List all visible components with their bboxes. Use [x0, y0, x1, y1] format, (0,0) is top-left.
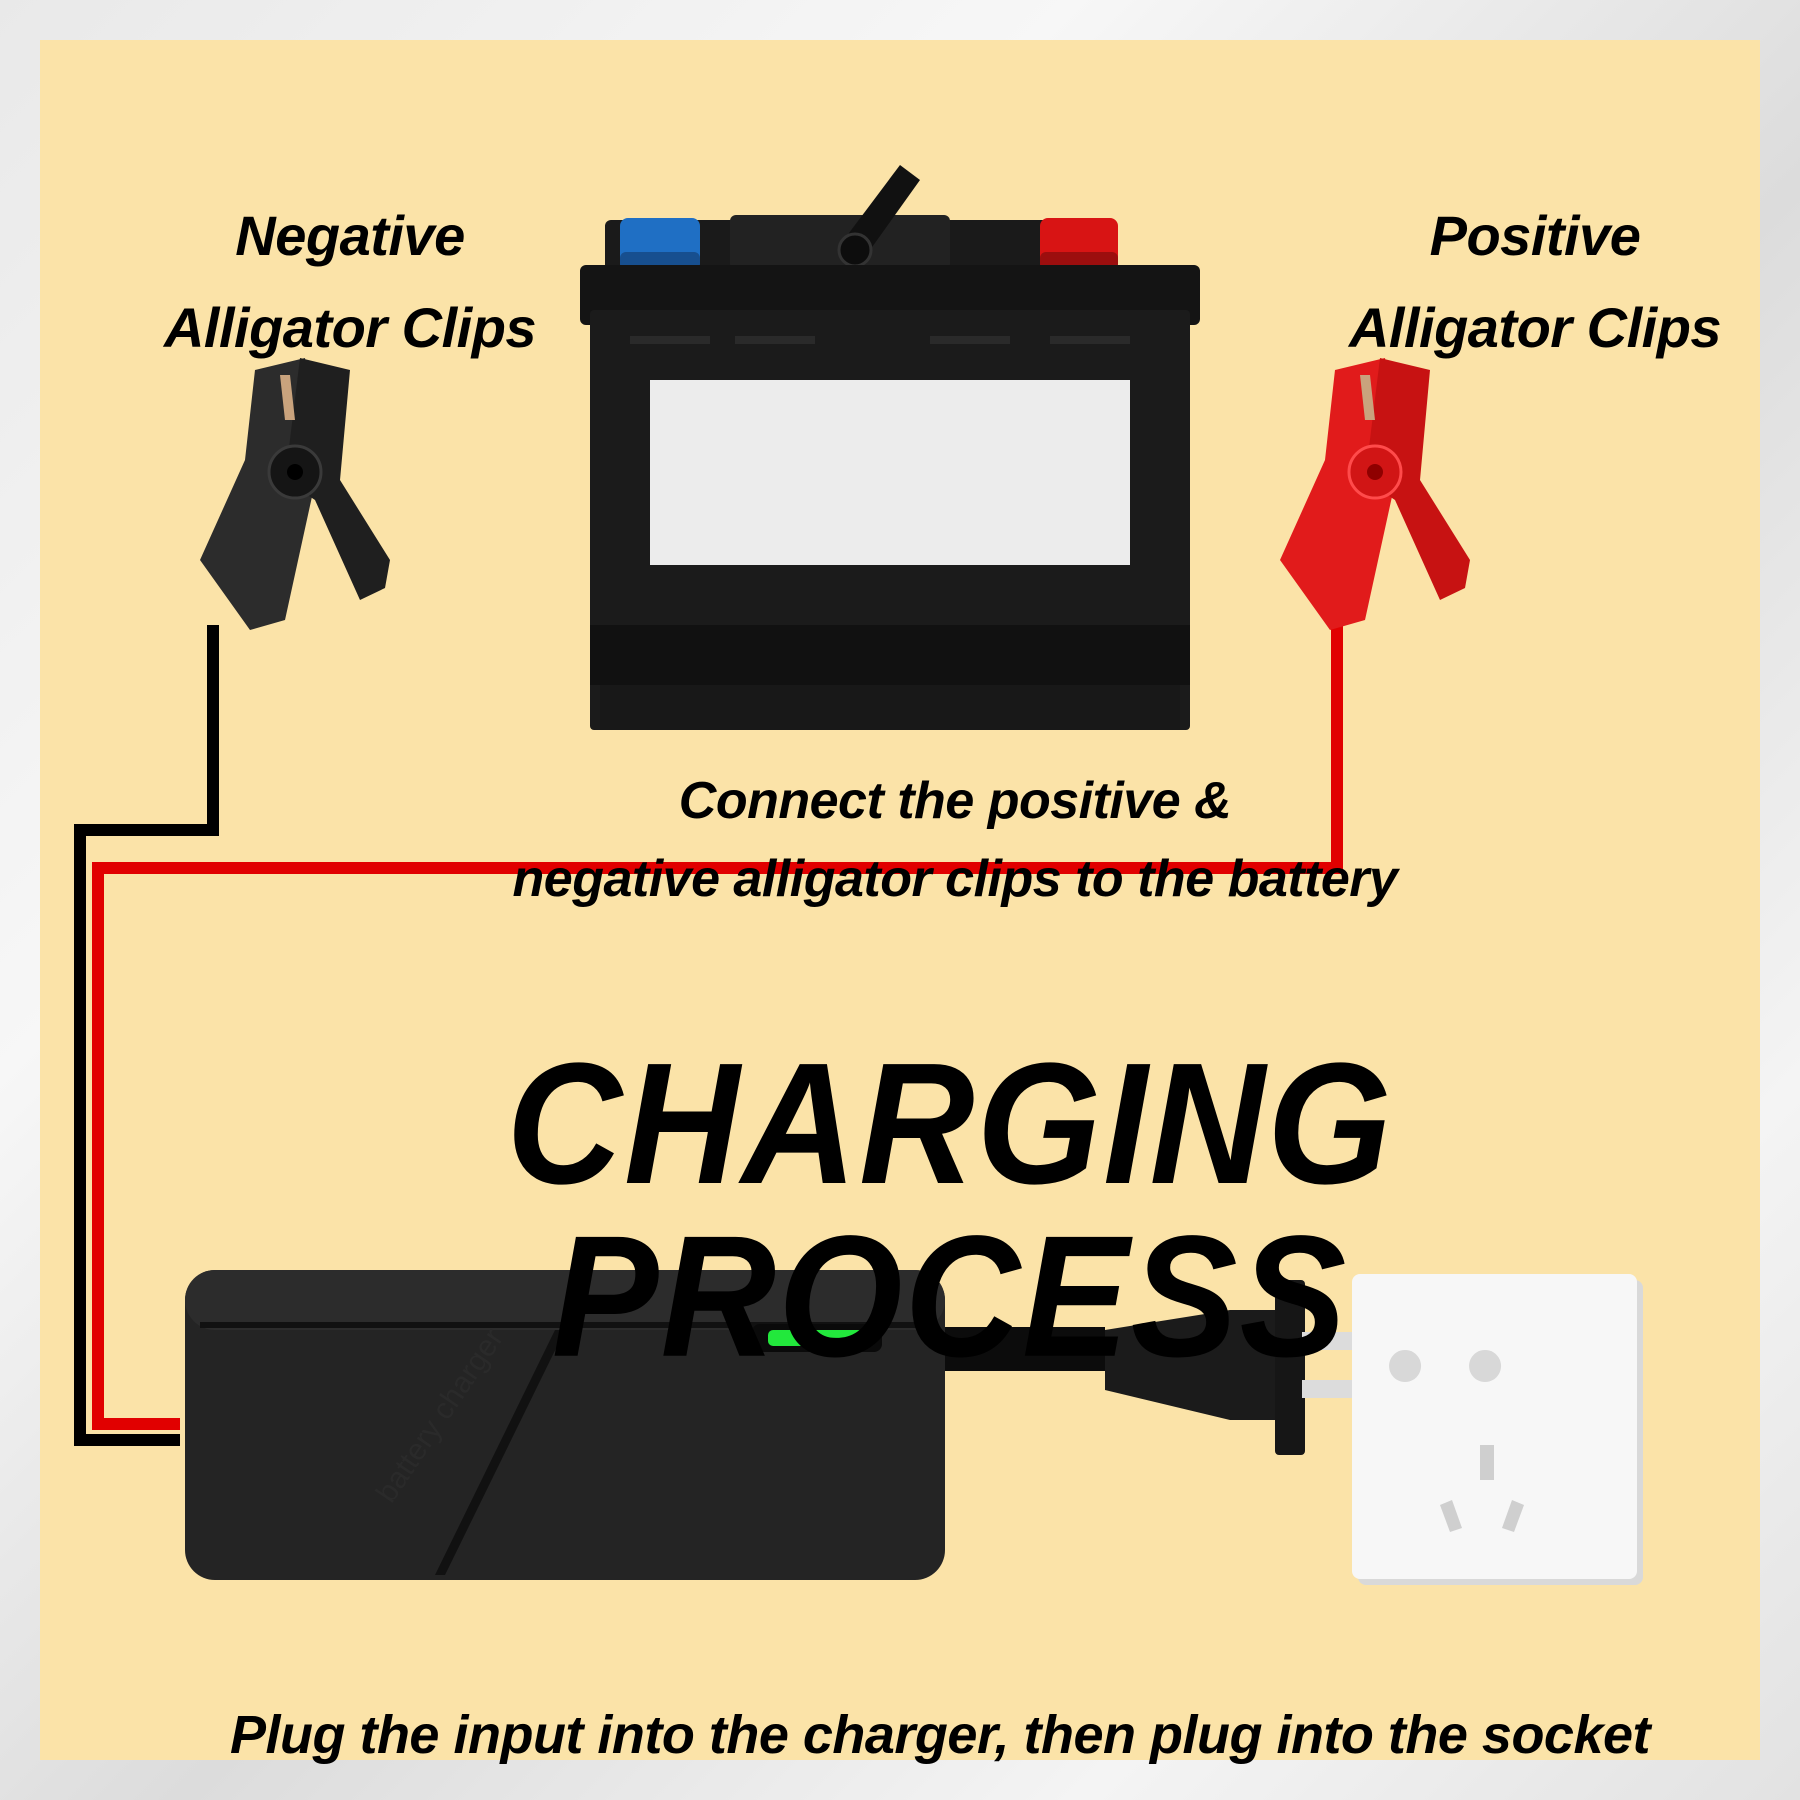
connect-instruction-line1: Connect the positive &: [678, 772, 1232, 830]
power-plug-icon: [1105, 1280, 1372, 1455]
negative-clips-label: Negative Alligator Clips: [150, 190, 550, 374]
positive-wire: [92, 625, 1343, 1430]
diagram-artwork: [74, 165, 1643, 1585]
negative-wire: [74, 625, 219, 1446]
positive-label-line2: Alligator Clips: [1348, 296, 1722, 359]
battery-icon: [580, 165, 1200, 730]
diagram-panel: Negative Alligator Clips Positive Alliga…: [40, 40, 1760, 1765]
positive-clips-label: Positive Alligator Clips: [1325, 190, 1745, 374]
positive-alligator-clip-icon: [1280, 358, 1470, 630]
positive-label-line1: Positive: [1429, 204, 1641, 267]
negative-label-line1: Negative: [235, 204, 465, 267]
battery-charger-icon: [185, 1270, 945, 1580]
negative-label-line2: Alligator Clips: [163, 296, 537, 359]
connect-instruction: Connect the positive & negative alligato…: [460, 762, 1450, 918]
negative-alligator-clip-icon: [200, 358, 390, 630]
wall-socket-icon: [1352, 1274, 1643, 1585]
connect-instruction-line2: negative alligator clips to the battery: [512, 850, 1398, 908]
page-title: CHARGING PROCESS: [506, 1026, 1394, 1393]
plug-instruction: Plug the input into the charger, then pl…: [229, 1705, 1651, 1765]
